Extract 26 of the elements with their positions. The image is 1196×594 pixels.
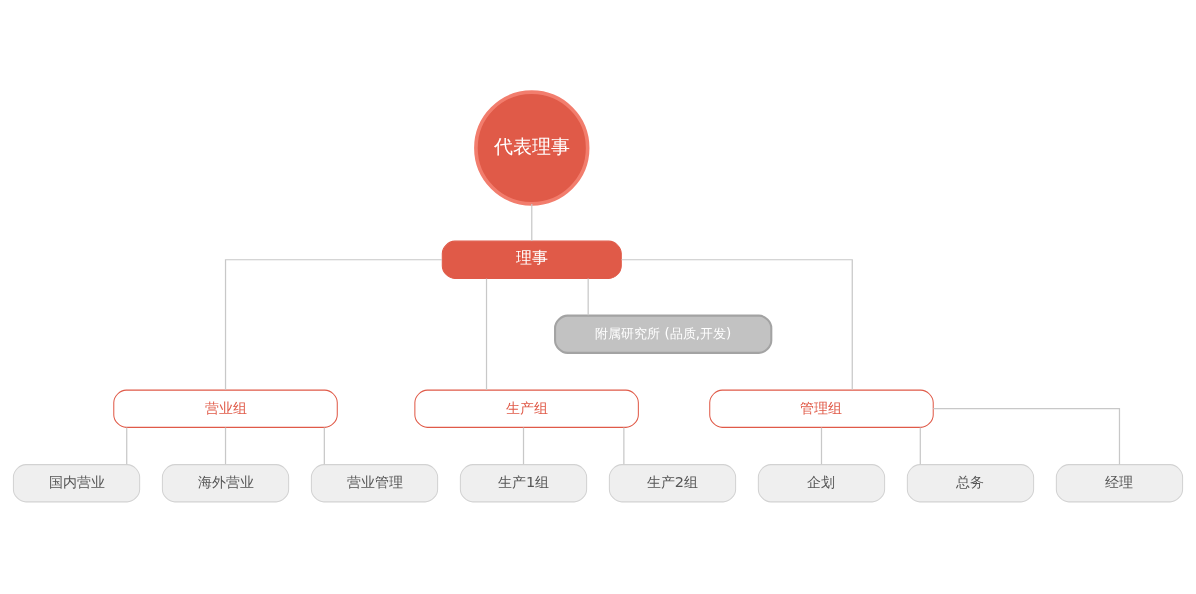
node-box: 国内营业 (12, 464, 141, 503)
connector (224, 259, 443, 391)
connector (587, 277, 589, 316)
node-box: 营业管理 (310, 464, 439, 503)
node-box: 管理组 (709, 389, 934, 428)
node-box: 企划 (757, 464, 886, 503)
connector (919, 426, 921, 465)
node-box: 经理 (1055, 464, 1184, 503)
connector (932, 408, 1121, 466)
connector (820, 426, 823, 465)
connector (522, 426, 525, 465)
connector (531, 203, 533, 242)
node-box: 营业组 (113, 389, 338, 428)
node-circle: 代表理事 (474, 90, 590, 206)
node-box: 生产2组 (608, 464, 737, 503)
node-box: 海外营业 (161, 464, 290, 503)
node-box: 生产1组 (459, 464, 588, 503)
node-box: 生产组 (414, 389, 639, 428)
connector (224, 426, 227, 465)
node-box: 理事 (441, 240, 622, 279)
connector (485, 278, 488, 391)
node-box: 总务 (906, 464, 1035, 503)
connector (623, 426, 625, 465)
connector (620, 259, 853, 391)
connector (323, 426, 325, 465)
connector (126, 426, 128, 465)
